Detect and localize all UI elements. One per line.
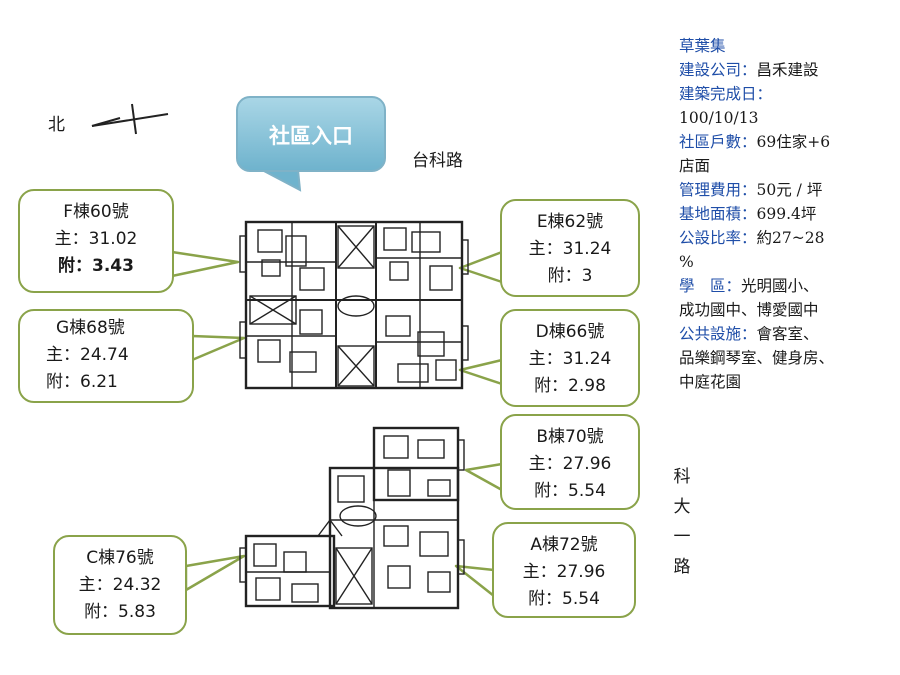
north-arrow-icon <box>91 103 169 135</box>
community-title: 草葉集 <box>679 37 726 55</box>
households-value: 69住家+6 <box>756 133 831 151</box>
community-entrance-label: 社區入口 <box>236 96 386 172</box>
fee-value: 50元 / 坪 <box>756 181 823 199</box>
callout-unit-b: B棟70號 主：27.96 附：5.54 <box>500 414 640 510</box>
unit-main-area: 主：31.24 <box>528 349 612 369</box>
public-ratio-label: 公設比率： <box>679 229 757 247</box>
school-district-continued: 成功國中、博愛國中 <box>679 301 819 319</box>
road-char: 一 <box>673 527 691 547</box>
road-char: 科 <box>673 467 691 487</box>
facilities-continued: 中庭花園 <box>679 373 742 391</box>
facilities-label: 公共設施： <box>679 325 757 343</box>
unit-main-area: 主：27.96 <box>528 454 612 474</box>
unit-attached-area: 附：5.54 <box>528 589 600 609</box>
callout-pointer-d <box>458 358 504 386</box>
north-label: 北 <box>48 115 65 135</box>
callout-unit-d: D棟66號 主：31.24 附：2.98 <box>500 309 640 407</box>
builder-value: 昌禾建設 <box>756 61 819 79</box>
unit-attached-area: 附：5.54 <box>534 481 606 501</box>
unit-name: D棟66號 <box>535 322 605 342</box>
school-district-label: 學 區： <box>679 277 742 295</box>
unit-attached-area: 附：6.21 <box>46 372 118 392</box>
callout-pointer-g <box>190 334 246 362</box>
upper-building-plan <box>239 220 469 390</box>
callout-unit-a: A棟72號 主：27.96 附：5.54 <box>492 522 636 618</box>
unit-main-area: 主：27.96 <box>522 562 606 582</box>
unit-main-area: 主：31.24 <box>528 239 612 259</box>
unit-name: G棟68號 <box>56 318 125 338</box>
road-char: 大 <box>673 497 691 517</box>
unit-attached-area: 附：3 <box>547 266 593 286</box>
unit-name: B棟70號 <box>536 427 604 447</box>
facilities-value: 會客室、 <box>756 325 819 343</box>
households-label: 社區戶數： <box>679 133 757 151</box>
unit-main-area: 主：24.32 <box>78 575 162 595</box>
callout-unit-g: G棟68號 主：24.74 附：6.21 <box>18 309 194 403</box>
households-continued: 店面 <box>679 157 711 175</box>
callout-unit-c: C棟76號 主：24.32 附：5.83 <box>53 535 187 635</box>
builder-label: 建設公司： <box>679 61 757 79</box>
community-info-panel: 草葉集 建設公司：昌禾建設 建築完成日： 100/10/13 社區戶數：69住家… <box>679 34 879 394</box>
road-label-taike: 台科路 <box>412 151 463 171</box>
school-district-value: 光明國小、 <box>741 277 819 295</box>
callout-pointer-f <box>170 250 240 278</box>
lower-building-plan <box>239 426 465 610</box>
callout-pointer-b <box>464 462 504 492</box>
road-label-keda-1st: 科 大 一 路 <box>672 462 692 582</box>
callout-pointer-c <box>184 554 246 592</box>
completion-value: 100/10/13 <box>679 109 759 127</box>
callout-pointer-a <box>454 564 496 598</box>
unit-main-area: 主：24.74 <box>46 345 129 365</box>
callout-unit-f: F棟60號 主：31.02 附：3.43 <box>18 189 174 293</box>
fee-label: 管理費用： <box>679 181 757 199</box>
unit-attached-area: 附：2.98 <box>534 376 606 396</box>
site-area-value: 699.4坪 <box>756 205 817 223</box>
site-area-label: 基地面積： <box>679 205 757 223</box>
unit-name: F棟60號 <box>63 202 129 222</box>
callout-pointer-e <box>458 250 504 284</box>
unit-attached-area: 附：3.43 <box>58 256 134 276</box>
unit-main-area: 主：31.02 <box>54 229 138 249</box>
completion-label: 建築完成日： <box>679 85 773 103</box>
facilities-continued: 品樂鋼琴室、健身房、 <box>679 349 835 367</box>
road-char: 路 <box>673 557 691 577</box>
callout-unit-e: E棟62號 主：31.24 附：3 <box>500 199 640 297</box>
unit-name: C棟76號 <box>86 548 154 568</box>
public-ratio-continued: % <box>679 253 694 271</box>
unit-name: E棟62號 <box>536 212 604 232</box>
public-ratio-value: 約27~28 <box>756 229 825 247</box>
unit-name: A棟72號 <box>530 535 598 555</box>
unit-attached-area: 附：5.83 <box>84 602 156 622</box>
